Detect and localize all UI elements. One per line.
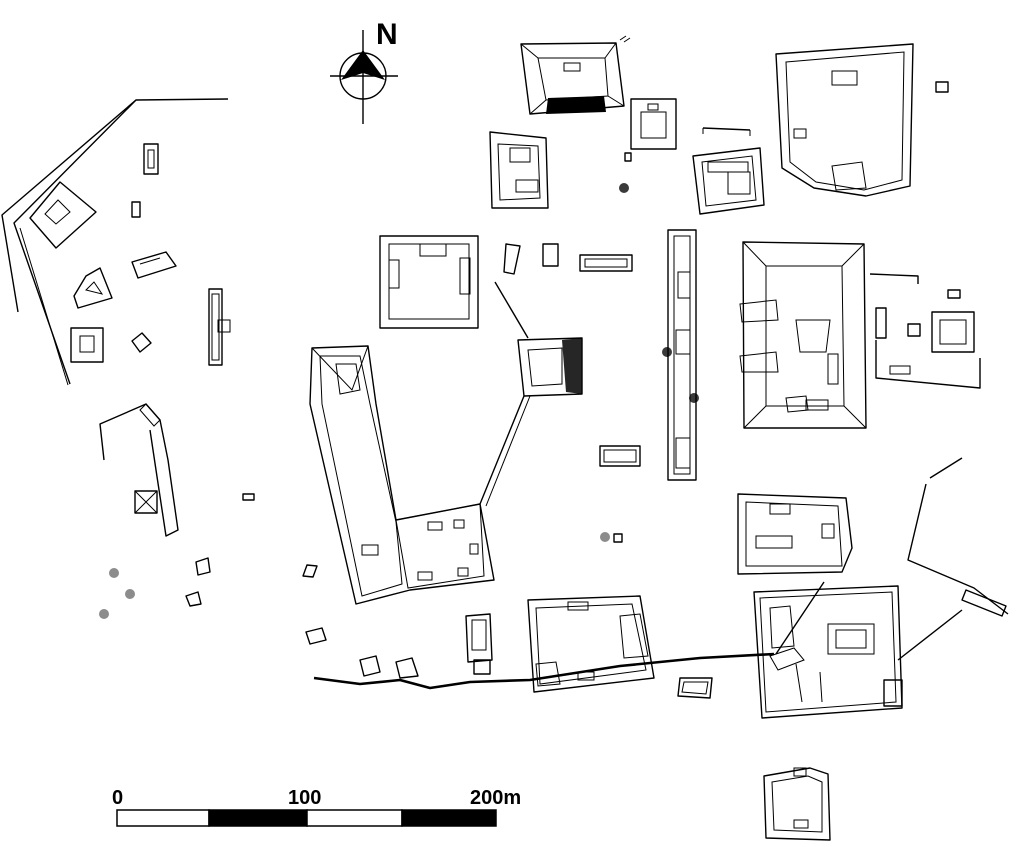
west-group bbox=[29, 143, 318, 607]
east-complex bbox=[737, 241, 1009, 617]
grey-markers bbox=[99, 532, 610, 619]
scale-segment bbox=[208, 809, 308, 827]
scale-label: 100 bbox=[288, 787, 321, 809]
scale-segment bbox=[116, 809, 210, 827]
scale-segment bbox=[401, 809, 497, 827]
north-arrow: N bbox=[330, 18, 398, 124]
scale-label: 0 bbox=[112, 787, 123, 809]
west-enclosure bbox=[1, 98, 229, 386]
north-arrow-head-icon bbox=[341, 50, 385, 80]
south-complex bbox=[305, 581, 963, 841]
scale-segment bbox=[306, 809, 403, 827]
north-label: N bbox=[376, 18, 398, 51]
north-complex bbox=[489, 35, 949, 215]
scale-bar: 0 100 200m bbox=[112, 787, 521, 827]
central-plaza bbox=[309, 229, 697, 605]
scale-label: 200m bbox=[470, 787, 521, 809]
causeway-line bbox=[313, 652, 775, 690]
dark-markers bbox=[619, 183, 699, 403]
